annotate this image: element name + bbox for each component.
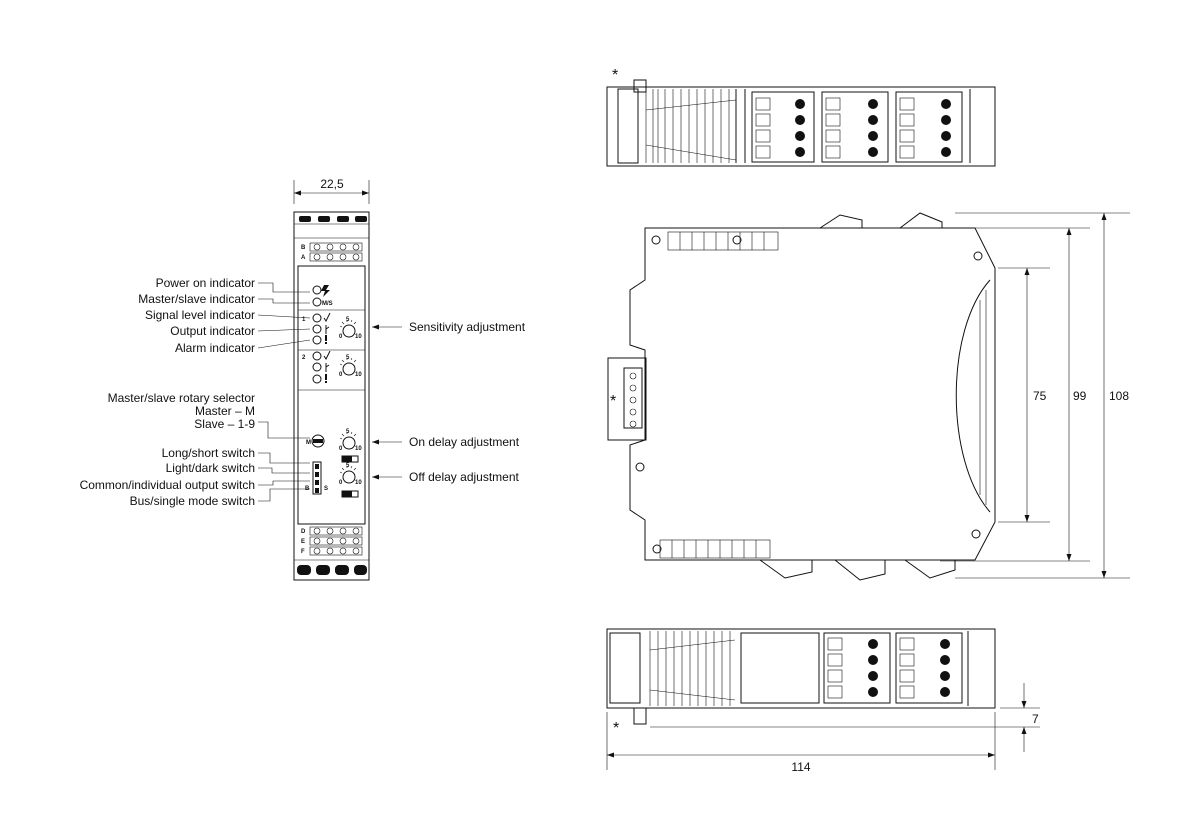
label-power-on: Power on indicator [156, 276, 255, 290]
left-labels: Power on indicator Master/slave indicato… [80, 276, 256, 508]
side-ribbing-top [667, 231, 779, 251]
svg-text:5: 5 [346, 429, 350, 435]
off-delay-dial[interactable] [342, 470, 356, 484]
din-clip: * [607, 357, 647, 441]
output-icon [325, 325, 330, 334]
left-leaders [257, 282, 311, 502]
svg-text:S: S [324, 486, 328, 492]
rail-offset-label: 7 [1032, 712, 1039, 726]
top-view-outline [606, 86, 996, 167]
width-front-label: 22,5 [320, 177, 344, 191]
rotary-selector[interactable] [311, 434, 325, 448]
channel-2-label: 2 [302, 355, 306, 361]
dimension-depth: 114 [606, 712, 996, 774]
label-sensitivity: Sensitivity adjustment [409, 320, 526, 334]
row-a-label: A [301, 255, 306, 261]
svg-text:5: 5 [346, 317, 350, 323]
row-b-label: B [301, 245, 306, 251]
front-view: 22,5 B A [80, 177, 526, 581]
top-view: * [606, 67, 996, 167]
channel-2-block: 1 2 0 5 10 [302, 350, 362, 384]
asterisk-top: * [612, 67, 618, 84]
height-inner-label: 75 [1033, 389, 1047, 403]
top-terminal-caps [294, 216, 369, 239]
label-alarm: Alarm indicator [175, 341, 255, 355]
dimension-width-front: 22,5 [293, 177, 370, 204]
label-slave-1-9: Slave – 1-9 [194, 417, 255, 431]
bottom-view-window [740, 632, 820, 704]
dimension-heights: 75 99 108 [940, 212, 1130, 579]
side-view: * 75 99 108 [607, 212, 1130, 581]
label-rotary-selector: Master/slave rotary selector [108, 391, 255, 405]
asterisk-side: * [610, 393, 616, 410]
dip-switches[interactable] [312, 461, 322, 495]
label-output: Output indicator [170, 324, 255, 338]
svg-text:10: 10 [355, 446, 362, 452]
svg-text:M: M [306, 440, 311, 446]
dip-switch-block: B S 0 5 10 [305, 461, 362, 498]
alarm-icon [325, 335, 327, 341]
svg-text:F: F [301, 549, 305, 555]
dimension-rail-offset: 7 [1000, 683, 1040, 752]
channel-1-label: 1 [302, 317, 306, 323]
power-led [312, 285, 322, 295]
label-master-slave: Master/slave indicator [138, 292, 255, 306]
svg-text:5: 5 [346, 463, 350, 469]
side-ribbing-bottom [659, 539, 771, 559]
label-common-individual: Common/individual output switch [80, 478, 255, 492]
height-total-label: 108 [1109, 389, 1129, 403]
terminal-rows-bottom: D E F [294, 526, 369, 575]
label-light-dark: Light/dark switch [166, 461, 255, 475]
svg-text:0: 0 [339, 372, 343, 378]
label-signal-level: Signal level indicator [145, 308, 255, 322]
bottom-view-outline [606, 628, 996, 709]
sensitivity-dial-1[interactable] [342, 324, 356, 338]
svg-text:10: 10 [355, 334, 362, 340]
bottom-terminal-blocks [823, 632, 963, 704]
svg-text:D: D [301, 529, 306, 535]
right-leaders [372, 324, 402, 480]
svg-text:5: 5 [346, 355, 350, 361]
svg-text:0: 0 [339, 446, 343, 452]
lightning-icon [321, 285, 330, 297]
svg-text:E: E [301, 539, 305, 545]
rotary-selector-block: M 0 5 10 [306, 429, 362, 463]
ms-text: M/S [322, 301, 333, 307]
on-delay-dial[interactable] [342, 436, 356, 450]
asterisk-bottom: * [613, 720, 619, 737]
svg-text:0: 0 [339, 334, 343, 340]
check-icon [323, 312, 331, 322]
ms-led [312, 297, 322, 307]
terminal-rows-top: B A [301, 242, 363, 262]
sensitivity-dial-2[interactable] [342, 362, 356, 376]
label-master-m: Master – M [195, 404, 255, 418]
housing-front [293, 211, 370, 581]
svg-text:0: 0 [339, 480, 343, 486]
front-panel [297, 265, 366, 525]
label-off-delay: Off delay adjustment [409, 470, 520, 484]
label-bus-single: Bus/single mode switch [130, 494, 255, 508]
top-terminal-blocks [751, 91, 963, 163]
depth-label: 114 [791, 760, 810, 774]
svg-text:10: 10 [355, 480, 362, 486]
label-on-delay: On delay adjustment [409, 435, 520, 449]
channel-1-block: 1 0 5 10 [302, 312, 362, 345]
side-view-outline [629, 227, 996, 561]
bottom-view: * 7 114 [606, 628, 1040, 774]
height-mid-label: 99 [1073, 389, 1087, 403]
label-long-short: Long/short switch [162, 446, 255, 460]
svg-text:10: 10 [355, 372, 362, 378]
right-labels: Sensitivity adjustment On delay adjustme… [409, 320, 526, 484]
